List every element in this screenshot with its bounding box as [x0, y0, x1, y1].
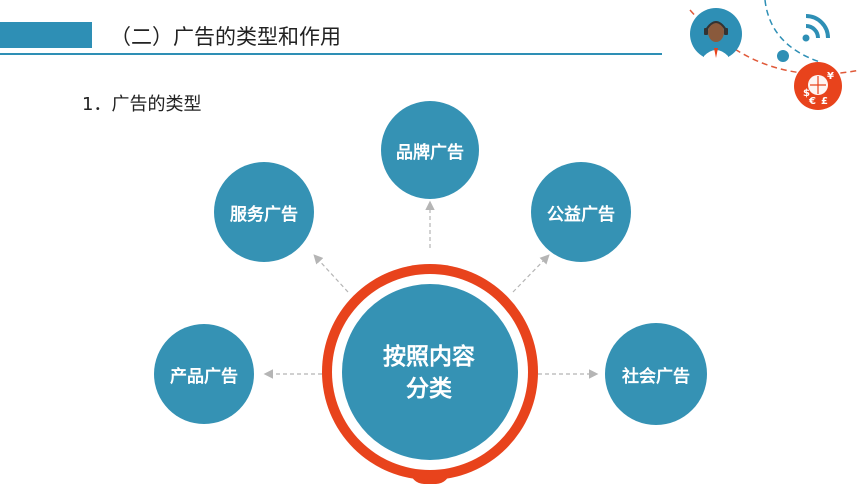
center-label-line2: 分类 [406, 376, 452, 402]
header-divider [0, 53, 662, 55]
header-accent-block [0, 22, 92, 48]
connector-arrows [263, 200, 599, 379]
node-service-circle [214, 162, 314, 262]
node-brand-circle [381, 101, 479, 199]
section-subtitle: 1．广告的类型 [82, 94, 202, 115]
currency-yen: ¥ [827, 71, 834, 82]
node-social-label: 社会广告 [622, 366, 690, 387]
node-brand-label: 品牌广告 [396, 142, 464, 163]
node-service-label: 服务广告 [230, 204, 298, 225]
currency-pound: £ [821, 96, 828, 107]
headset-agent-icon [690, 8, 742, 60]
arrow-to-service [313, 254, 349, 293]
center-label-line1: 按照内容 [383, 344, 475, 370]
currency-dollar: $ [803, 88, 810, 99]
currency-euro: € [808, 96, 816, 107]
arrow-to-public [512, 254, 550, 293]
connector-dot [777, 50, 789, 62]
node-product-circle [154, 324, 254, 424]
node-public-circle [531, 162, 631, 262]
center-magnifier [322, 264, 538, 484]
center-circle [342, 284, 518, 460]
center-label: 按照内容 分类 [354, 298, 504, 448]
node-social-circle [605, 323, 707, 425]
node-product-label: 产品广告 [170, 366, 238, 387]
page-title: （二）广告的类型和作用 [110, 25, 341, 49]
currency-globe-icon: $ ¥ € £ [794, 62, 842, 110]
wifi-signal-icon [802, 14, 830, 42]
node-public-label: 公益广告 [547, 204, 615, 225]
